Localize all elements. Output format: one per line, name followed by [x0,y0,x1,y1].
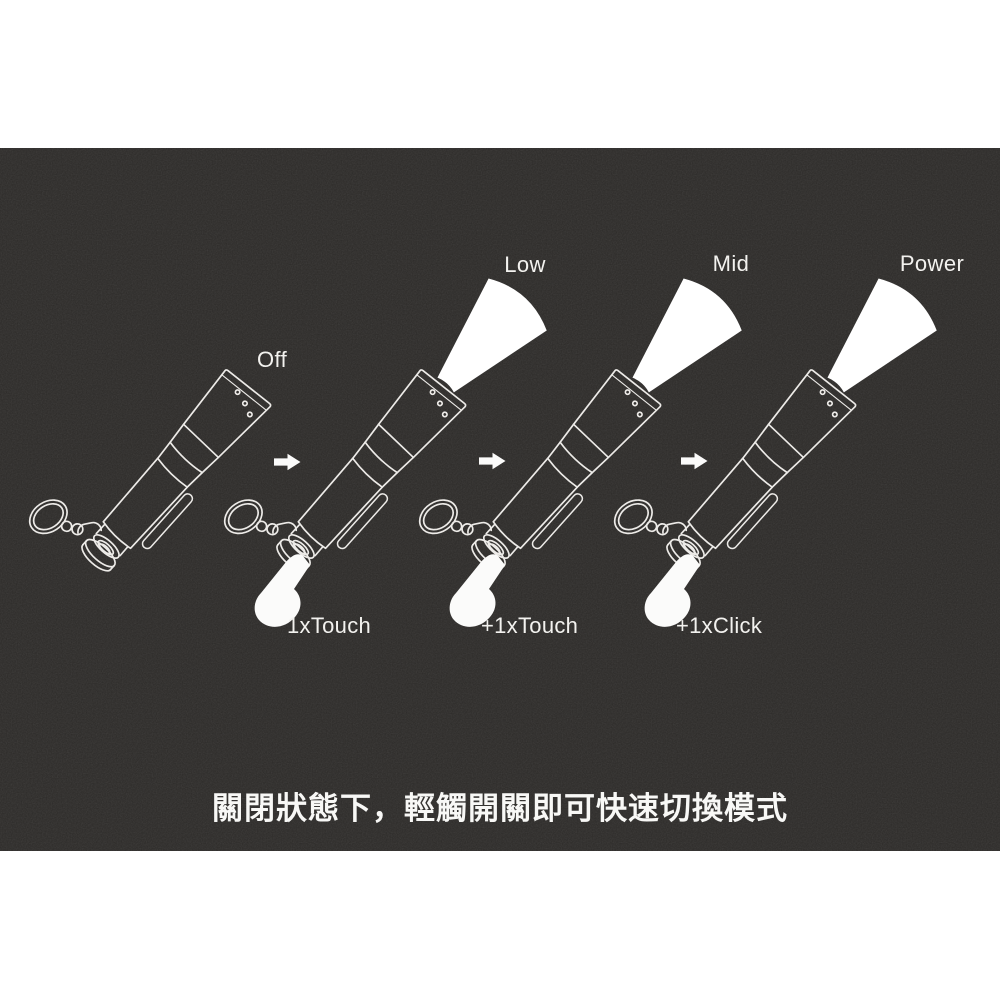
grain-texture [0,148,1000,851]
action-label-low: 1xTouch [287,613,372,638]
action-label-power: +1xClick [676,613,763,638]
mode-label-low: Low [504,252,546,277]
diagram-panel: Off Low Mid Power 1xTouch +1xTouch +1xCl… [0,148,1000,851]
mode-label-power: Power [899,251,965,276]
action-label-mid: +1xTouch [481,613,579,638]
caption-text: 關閉狀態下，輕觸開關即可快速切換模式 [212,791,788,826]
mode-label-mid: Mid [712,251,750,276]
mode-label-off: Off [257,347,288,372]
flashlight-mode-diagram [0,148,1000,851]
